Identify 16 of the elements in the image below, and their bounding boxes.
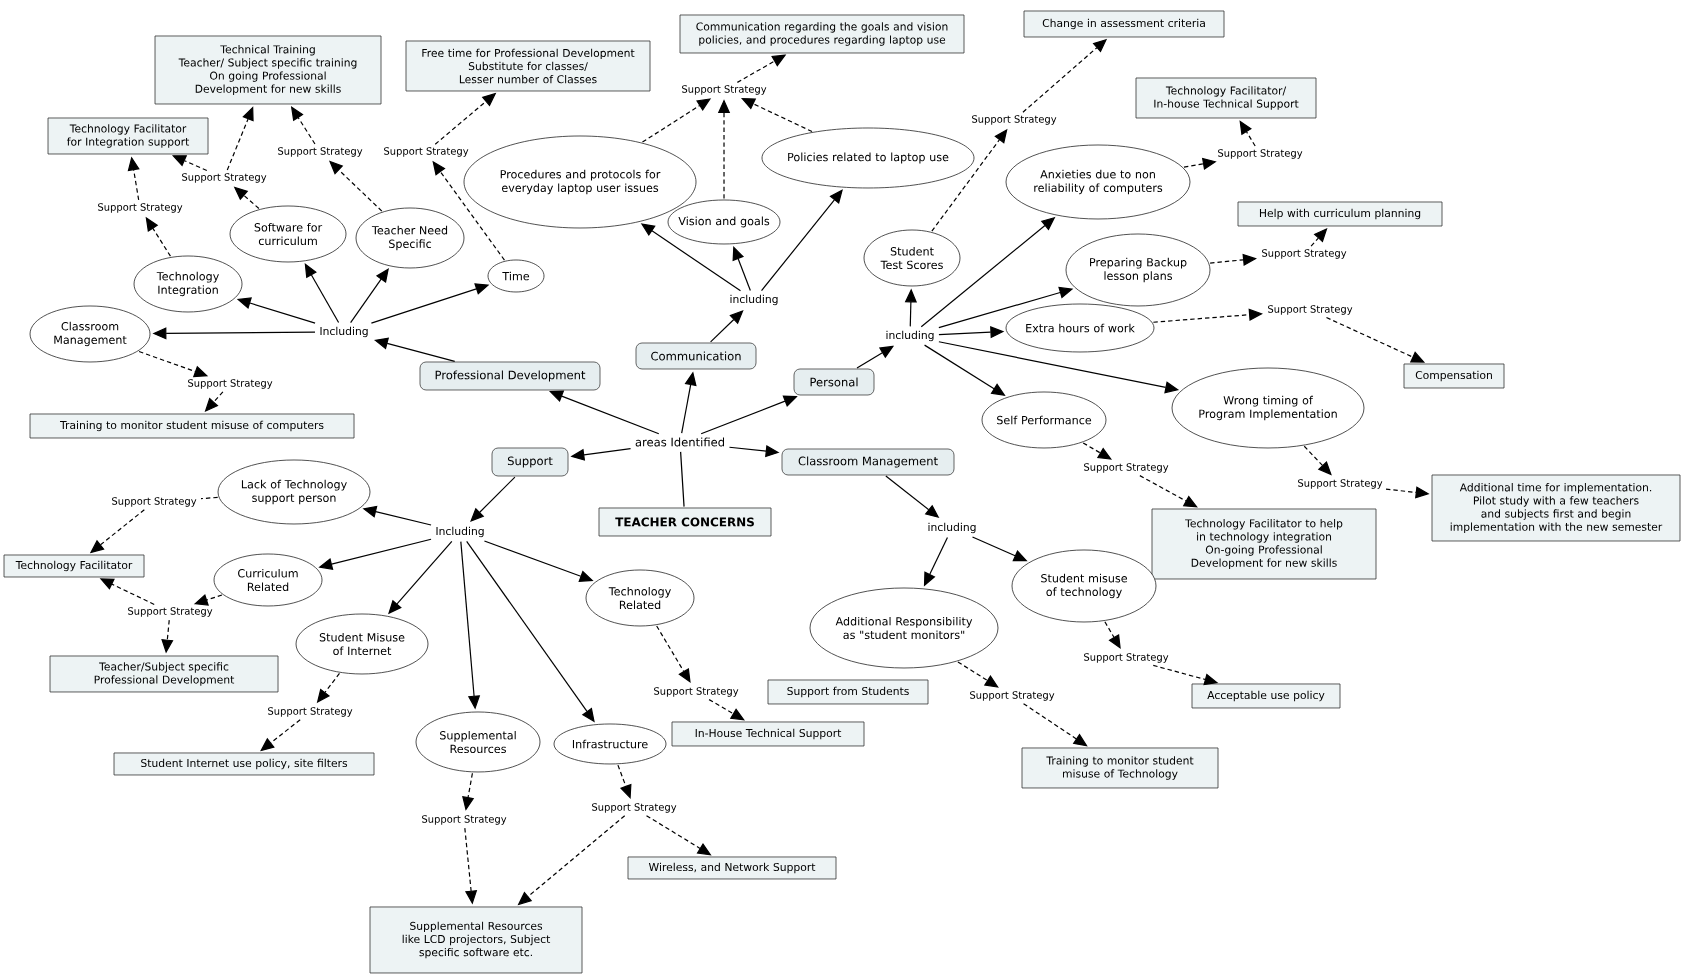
connector-line	[680, 451, 685, 508]
arrow	[1022, 703, 1088, 747]
arrow	[1139, 475, 1198, 508]
arrow	[760, 189, 843, 292]
arrow	[470, 476, 516, 522]
arrow	[957, 661, 999, 688]
arrow	[1239, 120, 1256, 147]
arrow	[1209, 253, 1257, 266]
arrow	[304, 263, 340, 324]
arrow	[732, 246, 751, 292]
arrow	[1152, 308, 1263, 323]
arrow	[549, 390, 660, 435]
arrow	[617, 764, 632, 799]
connector-line	[200, 496, 219, 500]
arrow	[708, 699, 745, 721]
arrow	[710, 310, 744, 343]
